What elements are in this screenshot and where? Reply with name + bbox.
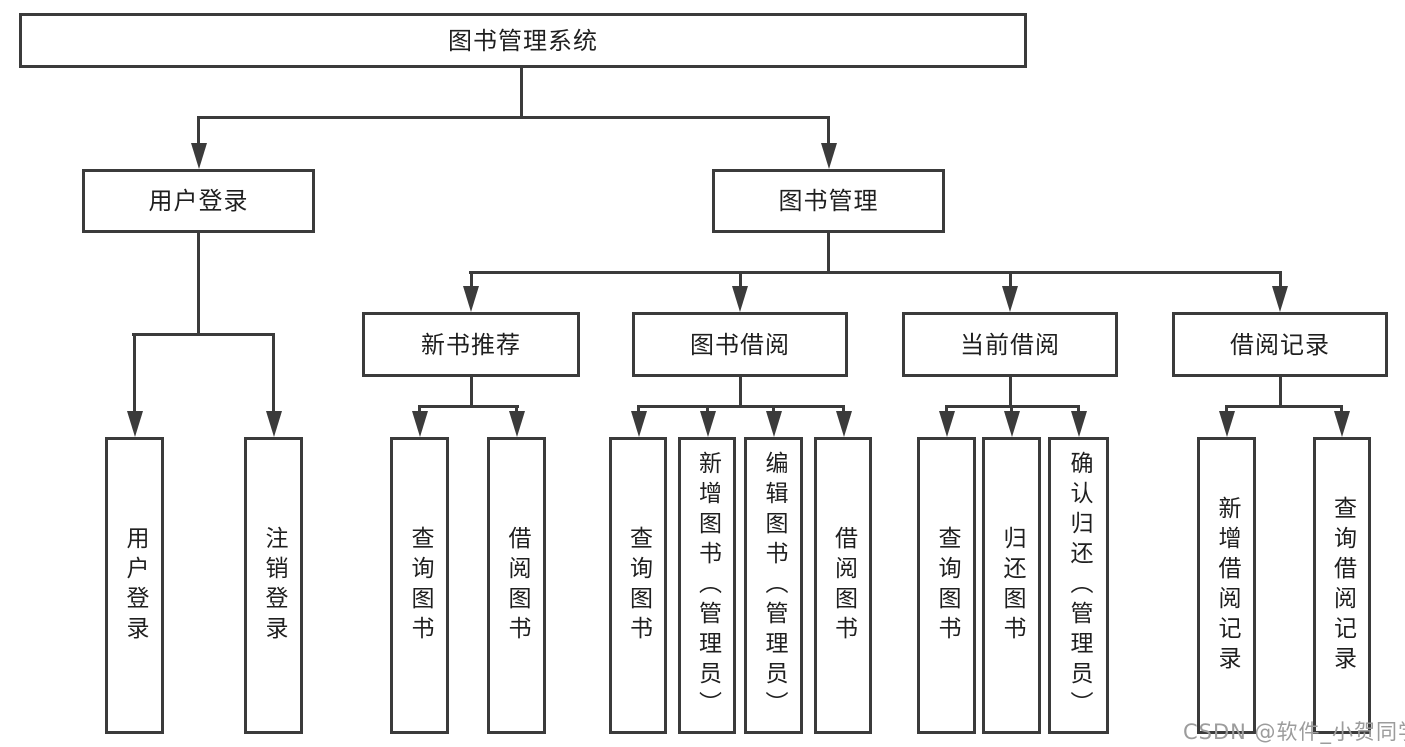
- leaf-user-login-label: 用户登录: [122, 525, 148, 646]
- arrowhead-down: [127, 411, 143, 437]
- arrowhead-down: [509, 411, 525, 437]
- arrowhead-down: [1272, 286, 1288, 312]
- connector-hline: [197, 116, 830, 119]
- leaf-query-borrow-record-label: 查询借阅记录: [1329, 495, 1356, 676]
- arrowhead-down: [191, 143, 207, 169]
- leaf-add-book-admin-label: 新增图书（管理员）: [694, 450, 721, 721]
- node-root: 图书管理系统: [19, 13, 1027, 68]
- leaf-confirm-return-admin-label: 确认归还（管理员）: [1066, 450, 1092, 721]
- arrowhead-down: [1004, 411, 1020, 437]
- connector-vline: [739, 377, 742, 407]
- node-new-book-recommend: 新书推荐: [362, 312, 580, 377]
- leaf-borrow-books-module-label: 借阅图书: [830, 525, 857, 646]
- arrowhead-down: [412, 411, 428, 437]
- leaf-user-login: 用户登录: [105, 437, 164, 734]
- connector-vline: [1010, 405, 1013, 413]
- leaf-borrow-books-recommend: 借阅图书: [487, 437, 546, 734]
- leaf-edit-book-admin-label: 编辑图书（管理员）: [761, 450, 787, 721]
- connector-hline: [1225, 405, 1343, 408]
- arrowhead-down: [700, 411, 716, 437]
- connector-hline: [469, 271, 1282, 274]
- leaf-add-book-admin: 新增图书（管理员）: [678, 437, 736, 734]
- arrowhead-down: [939, 411, 955, 437]
- leaf-query-books-borrow-label: 查询图书: [625, 525, 652, 646]
- leaf-query-borrow-record: 查询借阅记录: [1313, 437, 1371, 734]
- leaf-query-books-current: 查询图书: [917, 437, 976, 734]
- node-user-login: 用户登录: [82, 169, 315, 233]
- leaf-add-borrow-record-label: 新增借阅记录: [1214, 495, 1240, 676]
- connector-vline: [772, 405, 775, 413]
- connector-vline: [133, 333, 136, 411]
- arrowhead-down: [1219, 411, 1235, 437]
- connector-vline: [1009, 377, 1012, 407]
- connector-vline: [739, 271, 742, 287]
- leaf-query-books-recommend: 查询图书: [390, 437, 449, 734]
- connector-vline: [272, 333, 275, 411]
- node-current-borrow: 当前借阅: [902, 312, 1118, 377]
- connector-vline: [470, 271, 473, 287]
- node-borrow-records-label: 借阅记录: [1230, 330, 1330, 359]
- connector-vline: [470, 377, 473, 407]
- arrowhead-down: [821, 143, 837, 169]
- node-current-borrow-label: 当前借阅: [960, 330, 1060, 359]
- connector-vline: [515, 405, 518, 413]
- arrowhead-down: [463, 286, 479, 312]
- connector-vline: [197, 116, 200, 144]
- arrowhead-down: [836, 411, 852, 437]
- connector-hline: [132, 333, 275, 336]
- leaf-query-books-recommend-label: 查询图书: [407, 525, 433, 646]
- node-book-borrow: 图书借阅: [632, 312, 848, 377]
- node-root-label: 图书管理系统: [448, 26, 598, 55]
- node-book-management-label: 图书管理: [778, 187, 879, 215]
- leaf-borrow-books-module: 借阅图书: [814, 437, 872, 734]
- watermark: CSDN @软件_小贺同学: [1183, 720, 1405, 744]
- leaf-borrow-books-recommend-label: 借阅图书: [504, 525, 530, 646]
- node-book-management: 图书管理: [712, 169, 945, 233]
- connector-vline: [197, 233, 200, 335]
- connector-vline: [637, 405, 640, 413]
- leaf-edit-book-admin: 编辑图书（管理员）: [744, 437, 803, 734]
- connector-vline: [842, 405, 845, 413]
- connector-vline: [520, 68, 523, 117]
- connector-vline: [706, 405, 709, 413]
- connector-vline: [1009, 271, 1012, 287]
- leaf-return-book: 归还图书: [982, 437, 1041, 734]
- connector-vline: [827, 233, 830, 273]
- leaf-query-books-current-label: 查询图书: [934, 525, 960, 646]
- leaf-confirm-return-admin: 确认归还（管理员）: [1048, 437, 1109, 734]
- connector-hline: [418, 405, 519, 408]
- connector-vline: [1077, 405, 1080, 413]
- leaf-return-book-label: 归还图书: [999, 525, 1025, 646]
- connector-hline: [637, 405, 844, 408]
- leaf-logout: 注销登录: [244, 437, 303, 734]
- connector-vline: [418, 405, 421, 413]
- leaf-logout-label: 注销登录: [261, 525, 287, 646]
- connector-vline: [1279, 271, 1282, 287]
- connector-vline: [945, 405, 948, 413]
- connector-vline: [827, 116, 830, 144]
- arrowhead-down: [766, 411, 782, 437]
- connector-vline: [1279, 377, 1282, 407]
- connector-vline: [1225, 405, 1228, 413]
- arrowhead-down: [631, 411, 647, 437]
- node-user-login-label: 用户登录: [148, 187, 249, 215]
- arrowhead-down: [1002, 286, 1018, 312]
- arrowhead-down: [266, 411, 282, 437]
- arrowhead-down: [1071, 411, 1087, 437]
- arrowhead-down: [1334, 411, 1350, 437]
- arrowhead-down: [732, 286, 748, 312]
- leaf-add-borrow-record: 新增借阅记录: [1197, 437, 1256, 734]
- leaf-query-books-borrow: 查询图书: [609, 437, 667, 734]
- node-borrow-records: 借阅记录: [1172, 312, 1388, 377]
- node-new-book-recommend-label: 新书推荐: [421, 330, 521, 359]
- connector-vline: [1340, 405, 1343, 413]
- node-book-borrow-label: 图书借阅: [690, 330, 790, 359]
